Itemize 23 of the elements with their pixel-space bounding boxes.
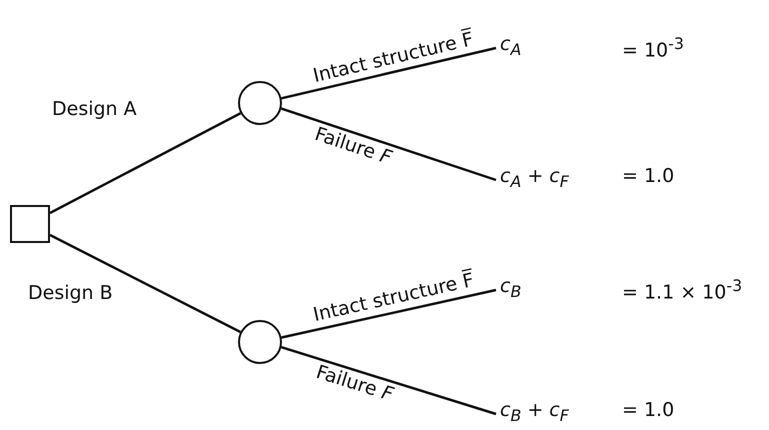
cost-value: = 1.1 × 10$^{-3}$ [622, 275, 742, 304]
branch-label: Intact structure F̅ [310, 269, 476, 326]
branch-label: Failure F [313, 361, 396, 406]
branch-line [281, 288, 496, 339]
cost-value: = 10$^{-3}$ [622, 33, 684, 62]
branch-label: Design A [52, 98, 137, 120]
branch-label: Intact structure F̅ [310, 28, 476, 87]
branch-line [49, 112, 242, 214]
outcome-cost: c$_{A}$ + c$_{F}$ [500, 164, 569, 193]
branch-label: Design B [28, 282, 113, 304]
chance-circle [238, 81, 282, 125]
branch-line [49, 234, 241, 334]
branch-line [280, 107, 496, 182]
branch-line [281, 46, 496, 100]
branch-line [281, 346, 496, 416]
branch-label: Failure F [312, 123, 395, 170]
outcome-cost: c$_{B}$ + c$_{F}$ [500, 398, 569, 427]
outcome-cost: c$_{A}$ [500, 32, 522, 61]
cost-value: = 1.0 [622, 164, 674, 188]
decision-square [10, 205, 50, 243]
cost-value: = 1.0 [622, 398, 674, 422]
chance-circle [238, 320, 282, 364]
outcome-cost: c$_{B}$ [500, 274, 522, 303]
